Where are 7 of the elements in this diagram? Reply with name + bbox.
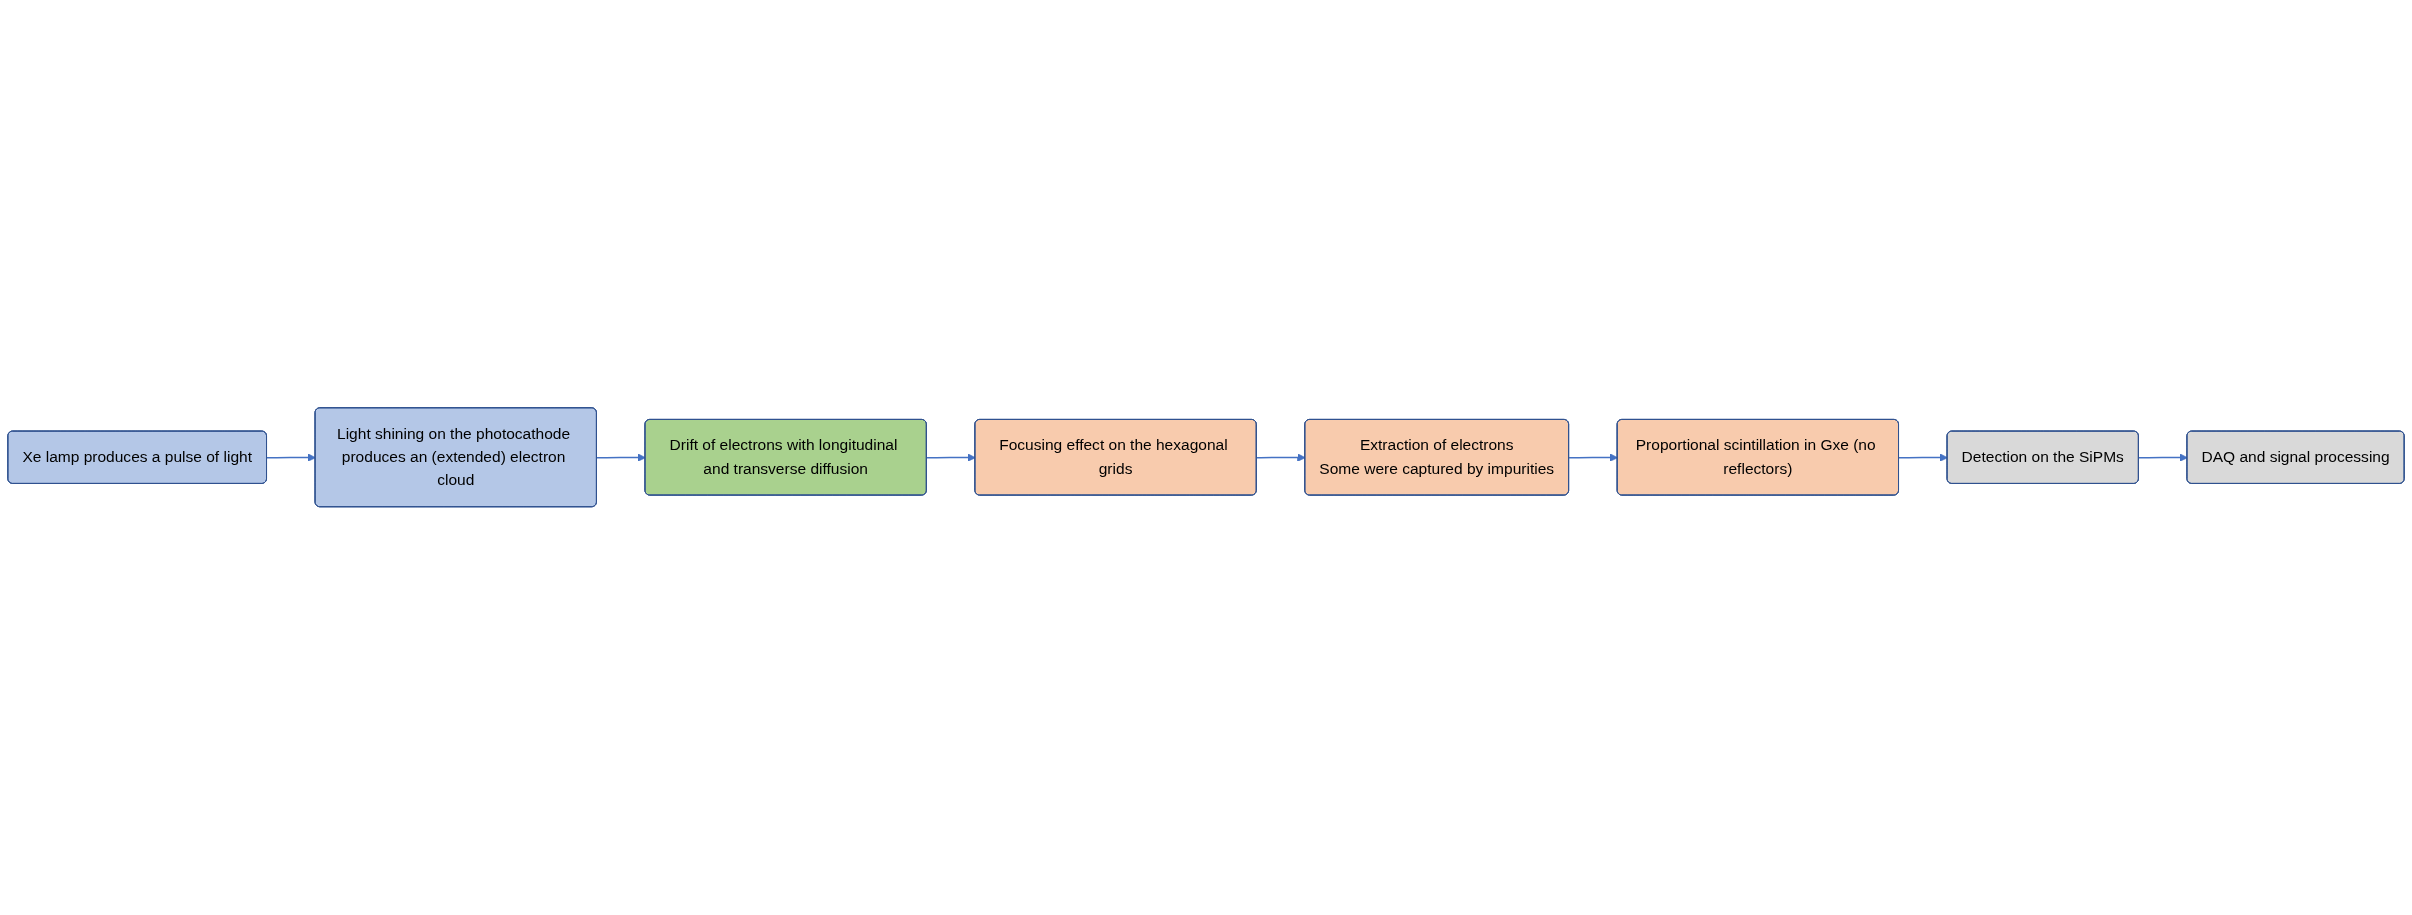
arrow [1898,453,1948,463]
arrow [926,453,976,463]
arrow [1256,453,1306,463]
arrow [266,453,316,463]
arrow [2138,453,2188,463]
arrow [1568,453,1618,463]
arrow [596,453,646,463]
